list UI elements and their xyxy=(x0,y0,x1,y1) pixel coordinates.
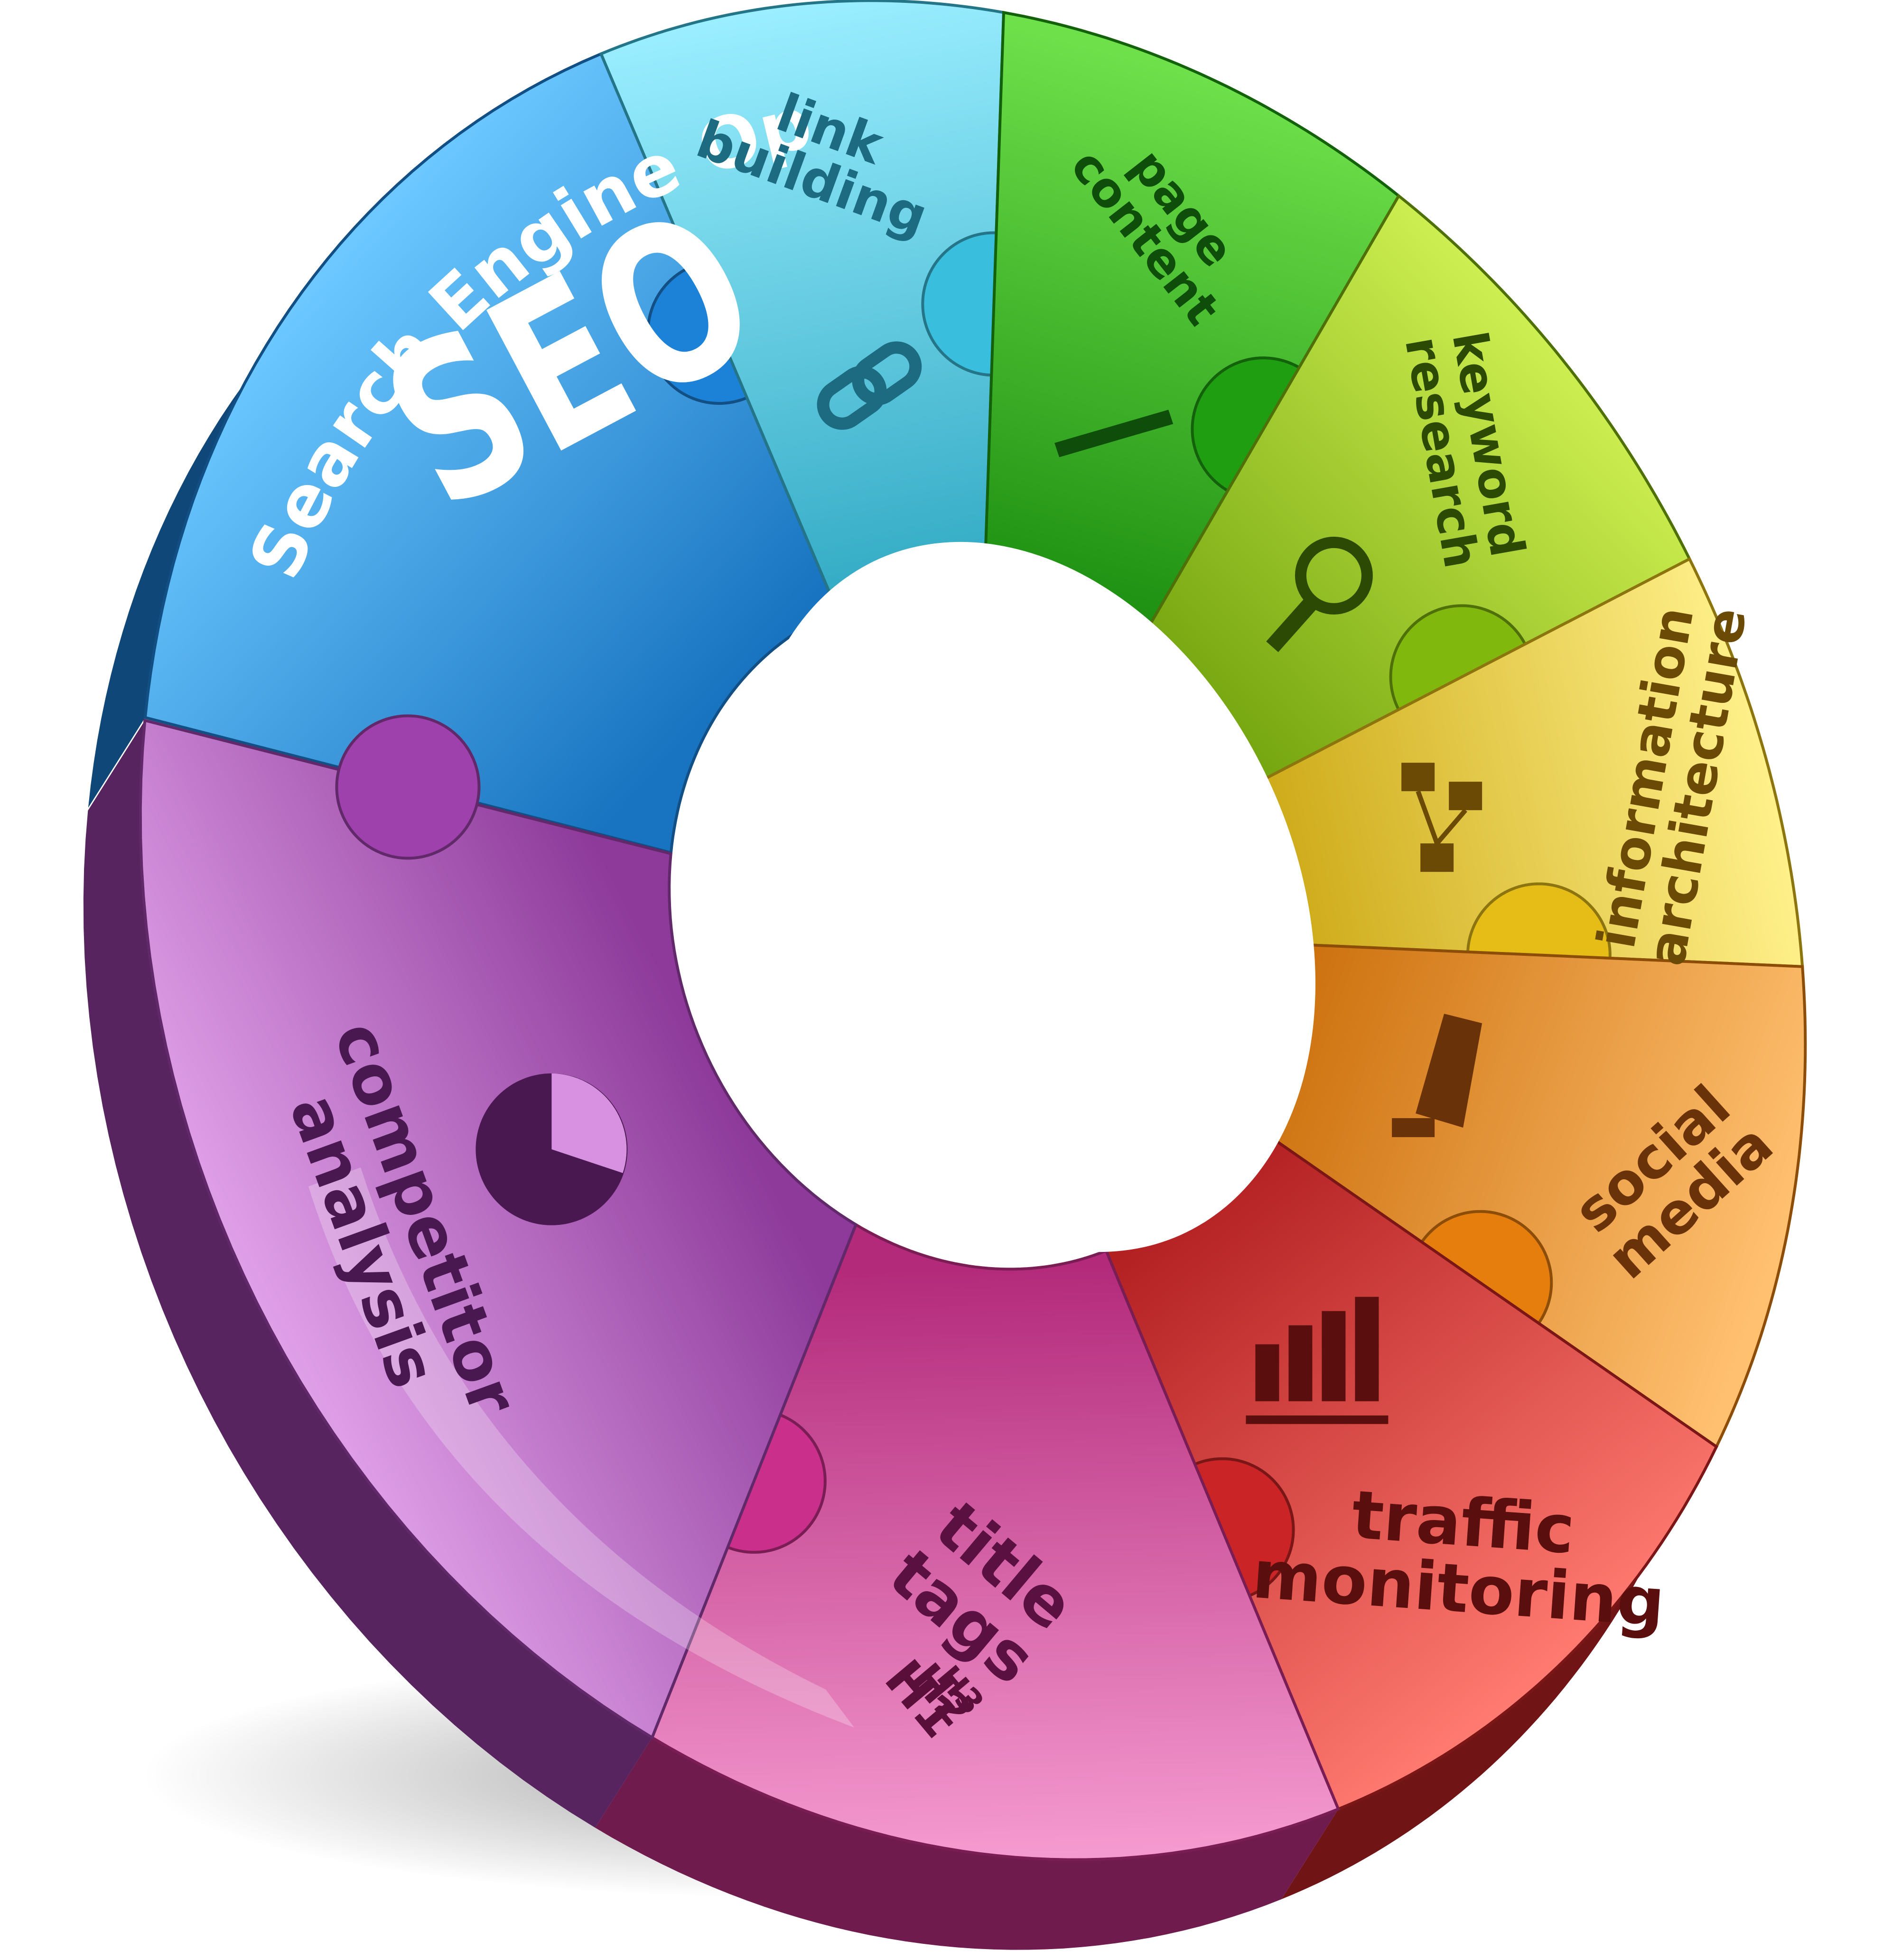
megaphone-icon xyxy=(1392,1014,1482,1138)
ring-top-face xyxy=(139,0,1807,1861)
label-line: traffic xyxy=(1349,1476,1577,1569)
gloss-highlight xyxy=(308,1167,854,1727)
face-competitor-analysis xyxy=(139,719,858,1740)
sitemap-icon xyxy=(1401,763,1482,872)
puzzle-knob-competitor-analysis xyxy=(335,714,481,860)
pencil-icon xyxy=(1054,410,1174,457)
ring-hole xyxy=(744,541,1315,1252)
segment-competitor-analysis xyxy=(139,714,858,1740)
chain-link-icon xyxy=(817,341,922,430)
segment-icons xyxy=(475,341,1482,1424)
magnifier-icon xyxy=(1266,536,1373,653)
pie-chart-icon xyxy=(475,1073,628,1225)
bar-chart-icon xyxy=(1246,1297,1389,1424)
wall-title-tags xyxy=(595,1737,1339,1950)
